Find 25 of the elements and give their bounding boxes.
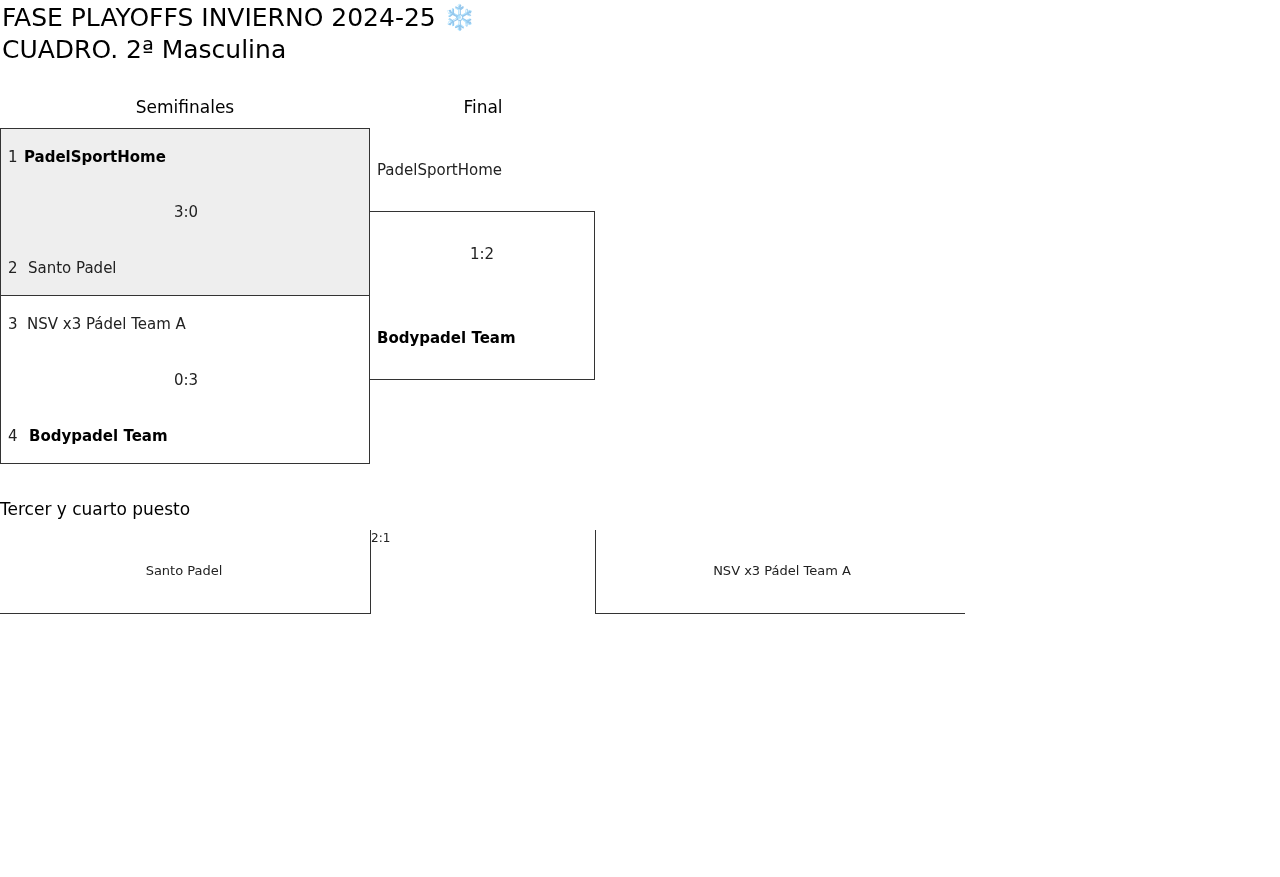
section-heading: Tercer y cuarto puesto (0, 499, 191, 519)
bracket-slot (0, 530, 371, 614)
team-name: PadelSportHome (377, 161, 503, 179)
match-box (0, 295, 370, 464)
match-score: 3:0 (173, 203, 199, 221)
match-score: 1:2 (469, 245, 495, 263)
column-heading: Semifinales (135, 97, 235, 117)
seed-number: 2 (8, 259, 18, 277)
team-name: NSV x3 Pádel Team A (27, 315, 186, 333)
team-name: Santo Padel (145, 562, 223, 580)
seed-number: 3 (8, 315, 18, 333)
column-heading: Final (463, 97, 503, 117)
match-score: 2:1 (371, 531, 391, 545)
team-name: Santo Padel (28, 259, 117, 277)
seed-number: 4 (8, 427, 18, 445)
seed-number: 1 (8, 148, 18, 166)
bracket-slot (595, 530, 965, 614)
team-name: NSV x3 Pádel Team A (713, 562, 851, 580)
team-name: Bodypadel Team (377, 329, 516, 347)
team-name: PadelSportHome (24, 148, 166, 166)
match-box (0, 128, 370, 296)
match-score: 0:3 (173, 371, 199, 389)
page-title: FASE PLAYOFFS INVIERNO 2024-25 ❄ (2, 3, 475, 33)
team-name: Bodypadel Team (29, 427, 168, 445)
page-subtitle: CUADRO. 2ª Masculina (2, 35, 287, 65)
